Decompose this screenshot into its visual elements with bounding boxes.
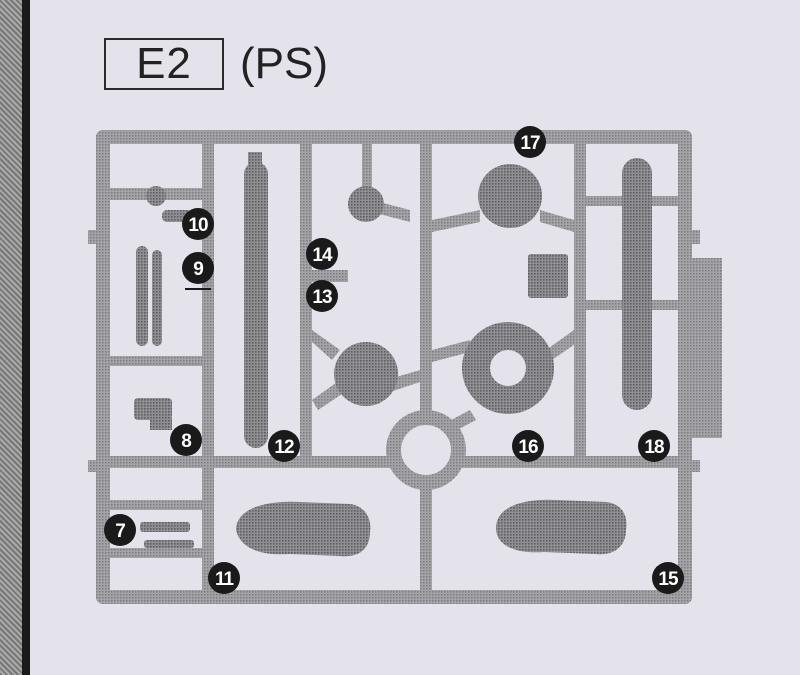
svg-text:14: 14 [312,245,333,266]
part-14 [348,186,384,222]
part-16 [462,322,554,414]
svg-text:11: 11 [215,569,235,590]
label-14: 14 [306,238,338,270]
part-9 [136,246,162,346]
part-8 [134,398,172,430]
svg-text:9: 9 [193,259,203,280]
page-edge-strip [0,0,22,675]
label-8: 8 [170,424,202,456]
svg-text:10: 10 [188,215,208,236]
svg-text:13: 13 [312,287,332,308]
part-7 [140,522,194,548]
runner-material: (PS) [240,39,328,88]
svg-text:8: 8 [181,431,191,452]
label-12: 12 [268,430,300,462]
svg-text:18: 18 [644,437,664,458]
svg-text:12: 12 [274,437,294,458]
label-9: 9 [182,252,214,290]
part-17 [478,164,542,228]
part-12 [244,152,268,448]
page-edge-rule [22,0,30,675]
label-11: 11 [208,562,240,594]
part-15 [496,499,627,555]
svg-text:17: 17 [520,133,540,154]
runner-id-box: E2 [104,38,224,90]
label-18: 18 [638,430,670,462]
label-17: 17 [514,126,546,158]
svg-text:16: 16 [518,437,538,458]
label-13: 13 [306,280,338,312]
runner-id: E2 [136,39,192,88]
part-small-bracket [528,254,568,298]
label-10: 10 [182,208,214,240]
svg-text:7: 7 [115,521,125,542]
part-11 [236,501,371,557]
label-7: 7 [104,514,136,546]
label-16: 16 [512,430,544,462]
part-13 [334,342,398,406]
label-15: 15 [652,562,684,594]
svg-text:15: 15 [658,569,679,590]
part-18 [622,158,652,410]
